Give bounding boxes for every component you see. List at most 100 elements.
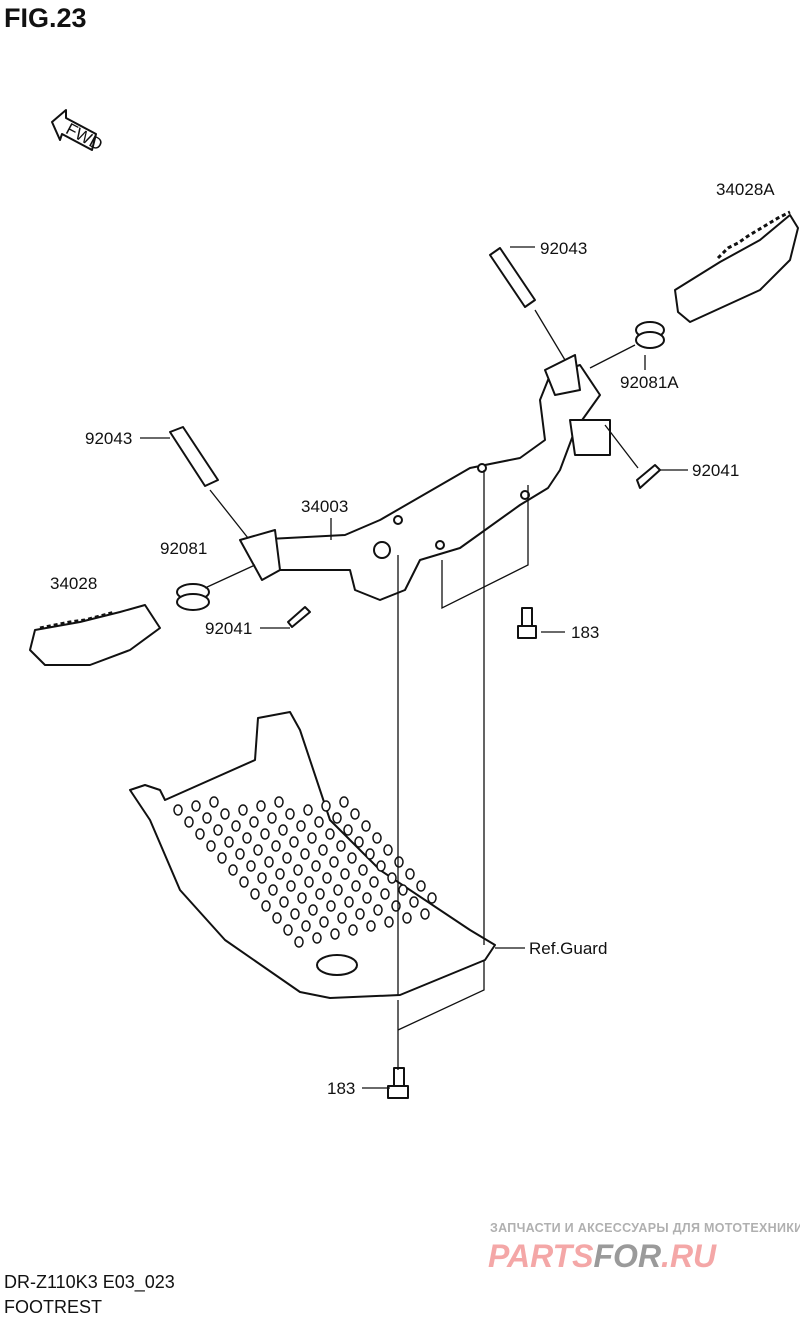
guard-hole bbox=[330, 928, 340, 940]
guard-hole bbox=[246, 860, 256, 872]
guard-hole bbox=[311, 860, 321, 872]
guard-hole bbox=[321, 800, 331, 812]
guard-hole bbox=[249, 816, 259, 828]
guard-hole bbox=[235, 848, 245, 860]
guard-hole bbox=[362, 892, 372, 904]
cotter-right bbox=[636, 464, 661, 489]
guard-hole bbox=[264, 856, 274, 868]
figure-title: FIG.23 bbox=[4, 3, 87, 33]
guard-hole bbox=[242, 832, 252, 844]
guard-hole bbox=[228, 864, 238, 876]
guard-hole bbox=[343, 824, 353, 836]
guard-hole bbox=[347, 852, 357, 864]
guard-hole bbox=[394, 856, 404, 868]
guard-hole bbox=[416, 880, 426, 892]
guard-hole bbox=[220, 808, 230, 820]
guard-hole bbox=[191, 800, 201, 812]
guard-hole bbox=[274, 796, 284, 808]
guard-hole bbox=[409, 896, 419, 908]
guard-hole bbox=[290, 908, 300, 920]
guard-hole bbox=[286, 880, 296, 892]
guard-hole bbox=[308, 904, 318, 916]
guard-hole bbox=[380, 888, 390, 900]
guard-hole bbox=[340, 868, 350, 880]
footrest-step-left bbox=[29, 604, 161, 666]
guard-hole bbox=[209, 796, 219, 808]
guard-hole bbox=[315, 888, 325, 900]
model-code: DR-Z110K3 E03_023 bbox=[4, 1272, 175, 1292]
guard-hole bbox=[398, 884, 408, 896]
guard-hole bbox=[372, 832, 382, 844]
guard-hole bbox=[329, 856, 339, 868]
callout-92041-left: 92041 bbox=[205, 619, 252, 638]
guard-hole bbox=[350, 808, 360, 820]
bolt-upper bbox=[517, 607, 537, 639]
callout-34028A: 34028A bbox=[716, 180, 775, 199]
guard-hole bbox=[300, 848, 310, 860]
guard-hole bbox=[387, 872, 397, 884]
spring-right bbox=[635, 321, 665, 349]
guard-hole bbox=[260, 828, 270, 840]
callout-34003: 34003 bbox=[301, 497, 348, 516]
guard-hole bbox=[206, 840, 216, 852]
guard-hole bbox=[296, 820, 306, 832]
guard-hole bbox=[239, 876, 249, 888]
guard-hole bbox=[333, 884, 343, 896]
watermark-logo: PARTSFOR.RU bbox=[488, 1238, 717, 1274]
guard-hole bbox=[314, 816, 324, 828]
guard-hole bbox=[278, 824, 288, 836]
guard-hole bbox=[339, 796, 349, 808]
callout-183-upper: 183 bbox=[571, 623, 599, 642]
guard-hole bbox=[250, 888, 260, 900]
guard-hole bbox=[354, 836, 364, 848]
guard-hole bbox=[285, 808, 295, 820]
guard-hole bbox=[275, 868, 285, 880]
guard-hole bbox=[213, 824, 223, 836]
fwd-arrow-icon: FWD bbox=[51, 109, 106, 154]
guard-hole bbox=[301, 920, 311, 932]
guard-hole bbox=[307, 832, 317, 844]
guard-hole bbox=[253, 844, 263, 856]
callout-92043-left: 92043 bbox=[85, 429, 132, 448]
callout-92041-right: 92041 bbox=[692, 461, 739, 480]
footrest-step-right bbox=[674, 210, 799, 323]
callout-92081A: 92081A bbox=[620, 373, 679, 392]
guard-hole bbox=[344, 896, 354, 908]
guard-hole bbox=[271, 840, 281, 852]
footrest-bracket bbox=[239, 354, 611, 601]
callout-34028: 34028 bbox=[50, 574, 97, 593]
guard-hole bbox=[373, 904, 383, 916]
pin-right bbox=[489, 247, 536, 308]
guard-hole bbox=[405, 868, 415, 880]
guard-hole bbox=[312, 932, 322, 944]
guard-hole bbox=[231, 820, 241, 832]
guard-hole bbox=[195, 828, 205, 840]
guard-hole bbox=[365, 848, 375, 860]
cotter-left bbox=[287, 606, 311, 628]
bolt-lower bbox=[387, 1067, 409, 1099]
guard-hole bbox=[272, 912, 282, 924]
spring-left bbox=[176, 583, 210, 611]
guard-hole bbox=[282, 852, 292, 864]
guard-hole bbox=[256, 800, 266, 812]
guard-hole bbox=[202, 812, 212, 824]
guard-hole bbox=[268, 884, 278, 896]
guard-hole bbox=[283, 924, 293, 936]
guard-hole bbox=[351, 880, 361, 892]
guard-hole bbox=[332, 812, 342, 824]
callout-183-lower: 183 bbox=[327, 1079, 355, 1098]
guard-hole bbox=[318, 844, 328, 856]
guard-hole bbox=[304, 876, 314, 888]
guard-hole bbox=[224, 836, 234, 848]
guard-hole bbox=[294, 936, 304, 948]
section-name: FOOTREST bbox=[4, 1297, 102, 1317]
guard-hole bbox=[402, 912, 412, 924]
guard-hole bbox=[384, 916, 394, 928]
guard-hole bbox=[303, 804, 313, 816]
guard-hole bbox=[361, 820, 371, 832]
guard-hole bbox=[173, 804, 183, 816]
guard-hole bbox=[420, 908, 430, 920]
guard-hole bbox=[337, 912, 347, 924]
guard-hole bbox=[427, 892, 437, 904]
